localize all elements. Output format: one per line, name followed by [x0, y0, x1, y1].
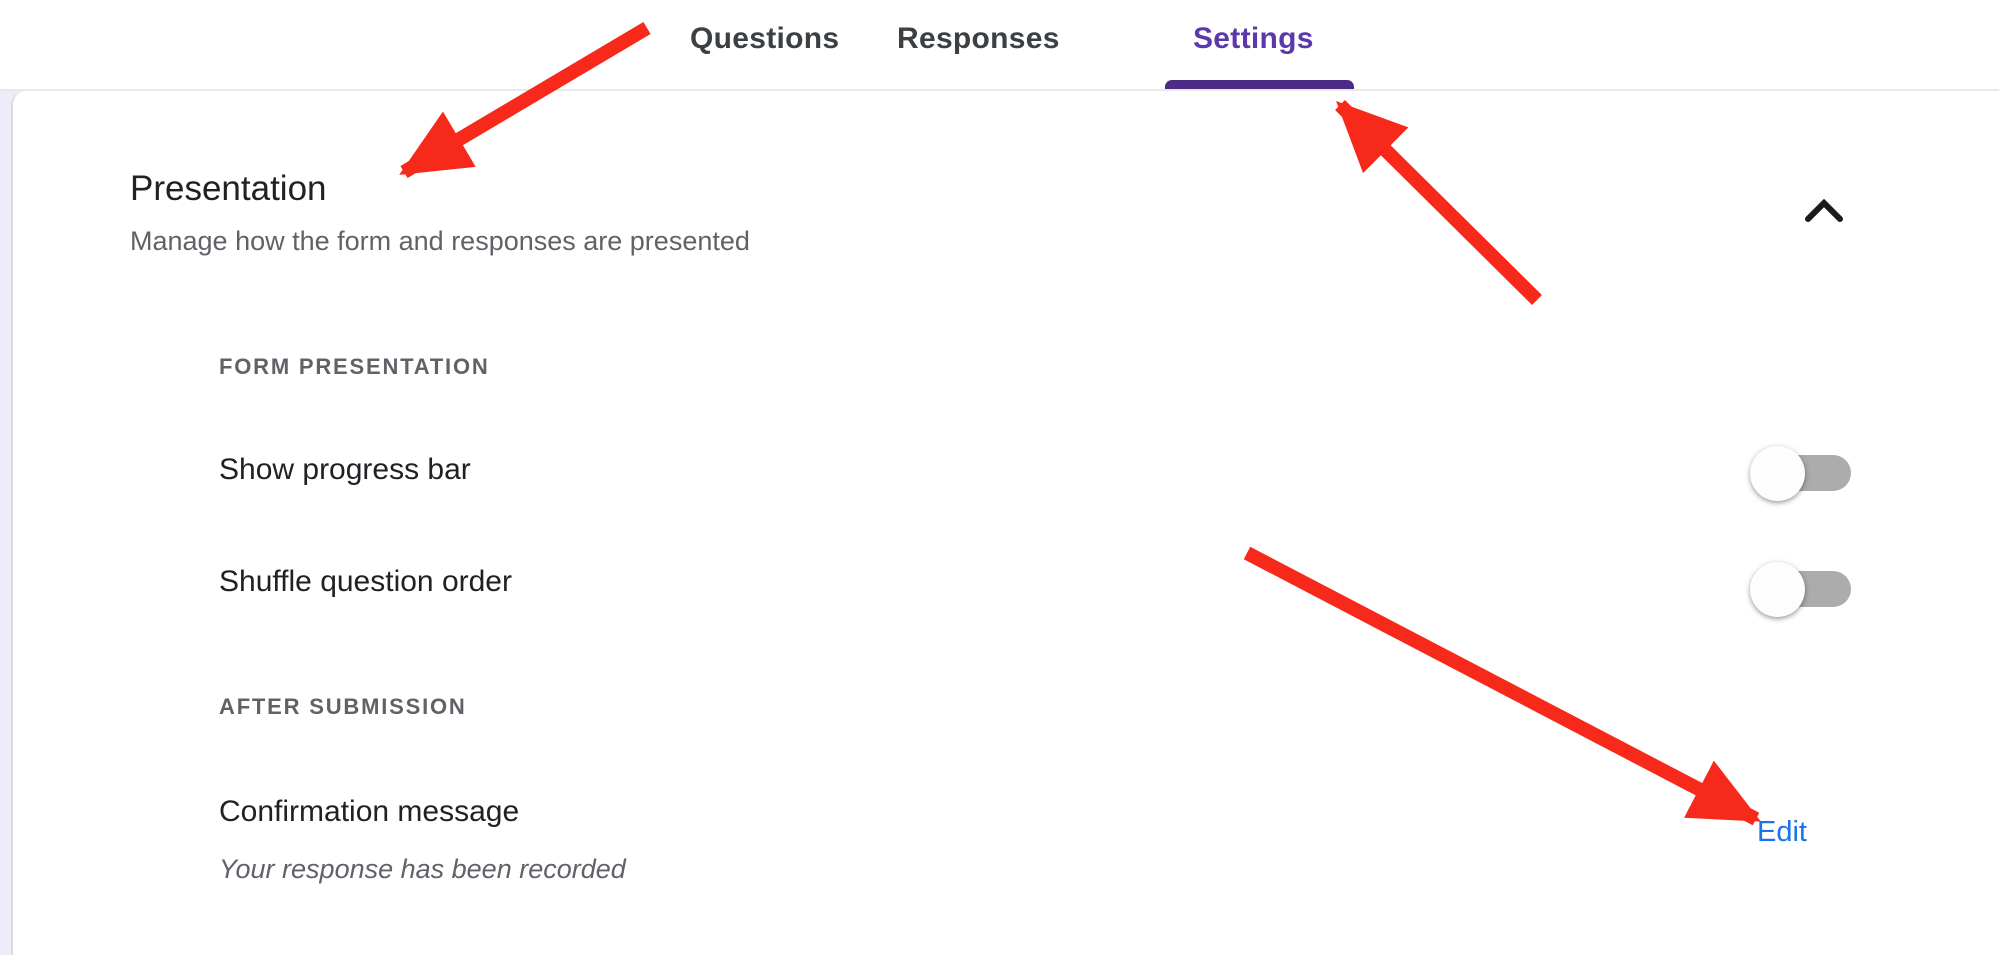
- row-label-show-progress-bar: Show progress bar: [219, 453, 471, 486]
- form-tab-bar: Questions Responses Settings: [0, 0, 1999, 91]
- active-tab-indicator: [1165, 80, 1354, 89]
- section-title: Presentation: [130, 169, 327, 208]
- edit-confirmation-message-link[interactable]: Edit: [1757, 816, 1807, 848]
- group-heading-after-submission: AFTER SUBMISSION: [219, 694, 467, 719]
- toggle-knob: [1750, 446, 1805, 501]
- row-label-confirmation-message: Confirmation message: [219, 795, 520, 828]
- toggle-knob: [1750, 562, 1805, 617]
- collapse-section-button[interactable]: [1798, 190, 1850, 232]
- row-label-shuffle-question-order: Shuffle question order: [219, 565, 512, 598]
- chevron-up-icon: [1804, 199, 1844, 223]
- confirmation-message-value: Your response has been recorded: [219, 854, 626, 884]
- tab-settings[interactable]: Settings: [1193, 22, 1314, 55]
- tab-questions[interactable]: Questions: [690, 22, 840, 55]
- group-heading-form-presentation: FORM PRESENTATION: [219, 354, 490, 379]
- toggle-show-progress-bar[interactable]: [1750, 446, 1854, 502]
- section-subtitle: Manage how the form and responses are pr…: [130, 226, 750, 256]
- toggle-shuffle-question-order[interactable]: [1750, 562, 1854, 618]
- tab-responses[interactable]: Responses: [897, 22, 1060, 55]
